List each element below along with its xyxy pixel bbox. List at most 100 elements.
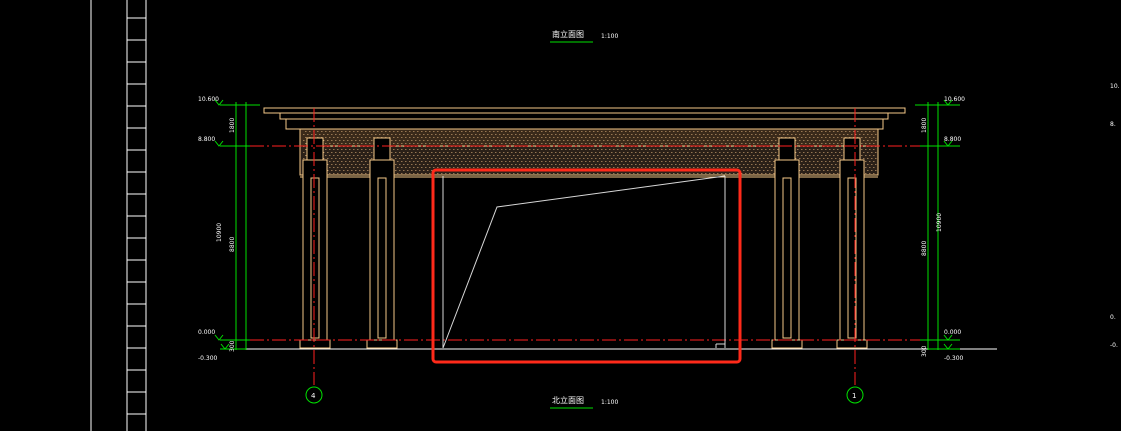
hatch-dot	[365, 143, 367, 144]
hatch-dot	[629, 131, 631, 132]
hatch-dot	[535, 134, 537, 135]
hatch-dot	[809, 161, 811, 162]
hatch-dot	[547, 164, 549, 165]
hatch-dot	[537, 167, 539, 168]
hatch-dot	[553, 149, 555, 150]
hatch-dot	[499, 158, 501, 159]
hatch-dot	[363, 134, 365, 135]
hatch-dot	[559, 134, 561, 135]
hatch-dot	[465, 137, 467, 138]
hatch-dot	[697, 167, 699, 168]
hatch-dot	[693, 161, 695, 162]
hatch-dot	[803, 170, 805, 171]
hatch-dot	[805, 167, 807, 168]
hatch-dot	[833, 143, 835, 144]
hatch-dot	[529, 167, 531, 168]
hatch-dot	[449, 173, 451, 174]
hatch-dot	[577, 143, 579, 144]
hatch-dot	[669, 137, 671, 138]
hatch-dot	[345, 173, 347, 174]
hatch-dot	[477, 131, 479, 132]
hatch-dot	[683, 134, 685, 135]
hatch-dot	[361, 137, 363, 138]
north-elevation-title: 北立面图	[552, 395, 584, 405]
hatch-dot	[525, 149, 527, 150]
hatch-dot	[605, 161, 607, 162]
hatch-dot	[507, 134, 509, 135]
hatch-dot	[399, 152, 401, 153]
hatch-dot	[771, 152, 773, 153]
hatch-dot	[677, 149, 679, 150]
hatch-dot	[633, 155, 635, 156]
hatch-dot	[717, 143, 719, 144]
hatch-dot	[585, 167, 587, 168]
hatch-dot	[453, 161, 455, 162]
hatch-dot	[589, 167, 591, 168]
hatch-dot	[523, 140, 525, 141]
hatch-dot	[547, 140, 549, 141]
hatch-dot	[395, 170, 397, 171]
hatch-dot	[645, 137, 647, 138]
hatch-dot	[769, 137, 771, 138]
hatch-dot	[469, 149, 471, 150]
hatch-dot	[355, 134, 357, 135]
hatch-dot	[701, 137, 703, 138]
hatch-dot	[679, 134, 681, 135]
hatch-dot	[515, 164, 517, 165]
hatch-dot	[353, 149, 355, 150]
hatch-dot	[571, 134, 573, 135]
hatch-dot	[763, 170, 765, 171]
hatch-dot	[451, 158, 453, 159]
hatch-dot	[427, 134, 429, 135]
hatch-dot	[437, 149, 439, 150]
hatch-dot	[565, 143, 567, 144]
hatch-dot	[819, 170, 821, 171]
hatch-dot	[577, 167, 579, 168]
hatch-dot	[773, 155, 775, 156]
hatch-dot	[527, 152, 529, 153]
hatch-dot	[437, 137, 439, 138]
hatch-dot	[493, 173, 495, 174]
hatch-dot	[595, 134, 597, 135]
hatch-dot	[449, 161, 451, 162]
hatch-dot	[861, 149, 863, 150]
hatch-dot	[689, 155, 691, 156]
hatch-dot	[385, 131, 387, 132]
hatch-dot	[423, 134, 425, 135]
hatch-dot	[835, 170, 837, 171]
hatch-dot	[515, 140, 517, 141]
hatch-dot	[645, 173, 647, 174]
hatch-dot	[871, 164, 873, 165]
hatch-dot	[871, 140, 873, 141]
hatch-dot	[423, 158, 425, 159]
hatch-dot	[763, 140, 765, 141]
hatch-dot	[347, 170, 349, 171]
hatch-dot	[405, 155, 407, 156]
hatch-dot	[463, 164, 465, 165]
hatch-dot	[451, 140, 453, 141]
hatch-dot	[505, 131, 507, 132]
hatch-dot	[643, 146, 645, 147]
hatch-dot	[873, 161, 875, 162]
hatch-dot	[823, 164, 825, 165]
hatch-dot	[731, 164, 733, 165]
hatch-dot	[613, 155, 615, 156]
hatch-dot	[665, 161, 667, 162]
hatch-dot	[409, 155, 411, 156]
hatch-dot	[681, 161, 683, 162]
hatch-dot	[357, 167, 359, 168]
hatch-dot	[757, 143, 759, 144]
hatch-dot	[311, 134, 313, 135]
selection-highlight-box[interactable]	[431, 168, 742, 364]
hatch-dot	[837, 149, 839, 150]
hatch-dot	[863, 158, 865, 159]
hatch-dot	[433, 155, 435, 156]
hatch-dot	[511, 164, 513, 165]
hatch-dot	[475, 158, 477, 159]
hatch-dot	[777, 131, 779, 132]
level-right-4: -0.300	[944, 355, 964, 362]
hatch-dot	[763, 164, 765, 165]
hatch-dot	[419, 164, 421, 165]
hatch-dot	[347, 140, 349, 141]
